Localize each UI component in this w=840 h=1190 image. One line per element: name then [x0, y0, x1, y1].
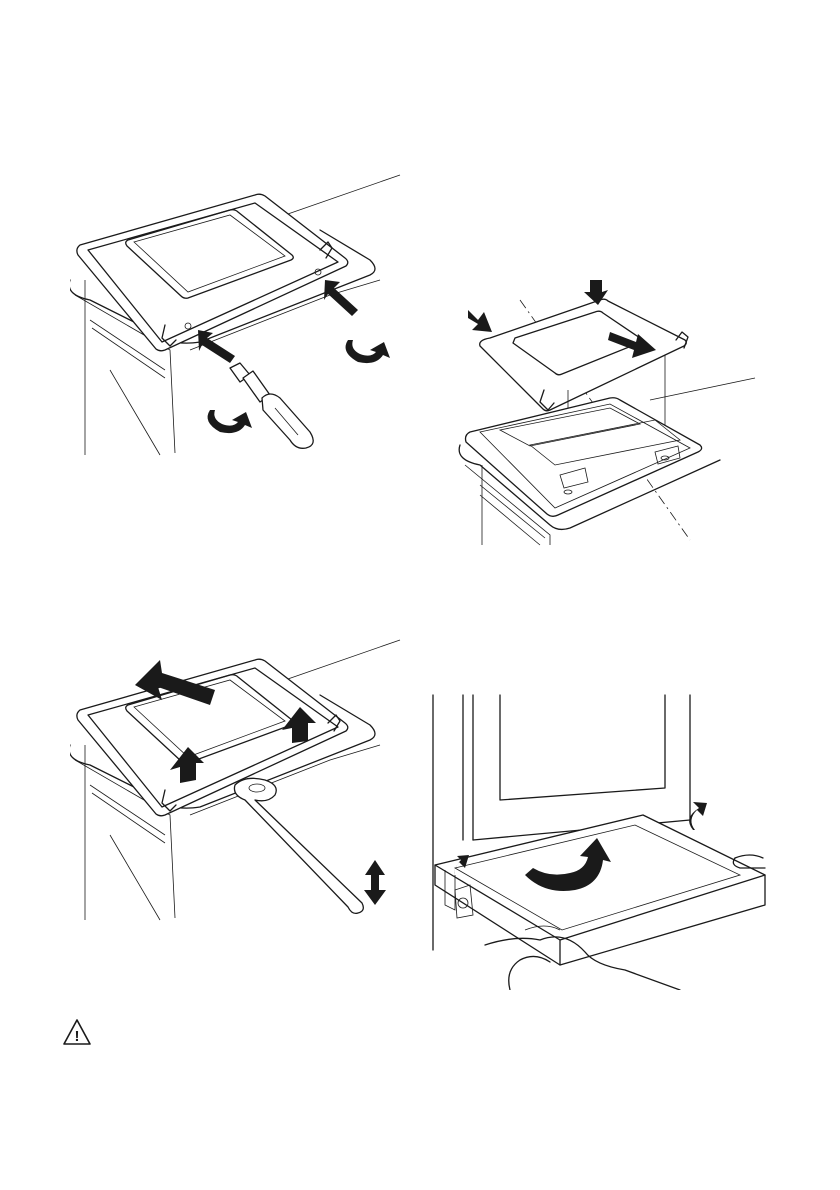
figure-drawer-removal: [425, 690, 770, 990]
wrench-tool-icon: [234, 778, 363, 913]
warning-symbol: !: [75, 1028, 80, 1045]
figure-panel-placement: [440, 270, 760, 550]
rotate-arrow-icon: [208, 410, 252, 433]
screwdriver-icon: [230, 363, 313, 448]
push-arrow-icon: [468, 310, 492, 332]
up-down-arrow-icon: [364, 860, 386, 905]
figure-panel-lift: [70, 635, 410, 925]
figure-door-removal-screwdriver: [70, 170, 410, 460]
warning-triangle-icon: !: [62, 1018, 92, 1046]
storage-drawer-icon: [435, 815, 765, 965]
